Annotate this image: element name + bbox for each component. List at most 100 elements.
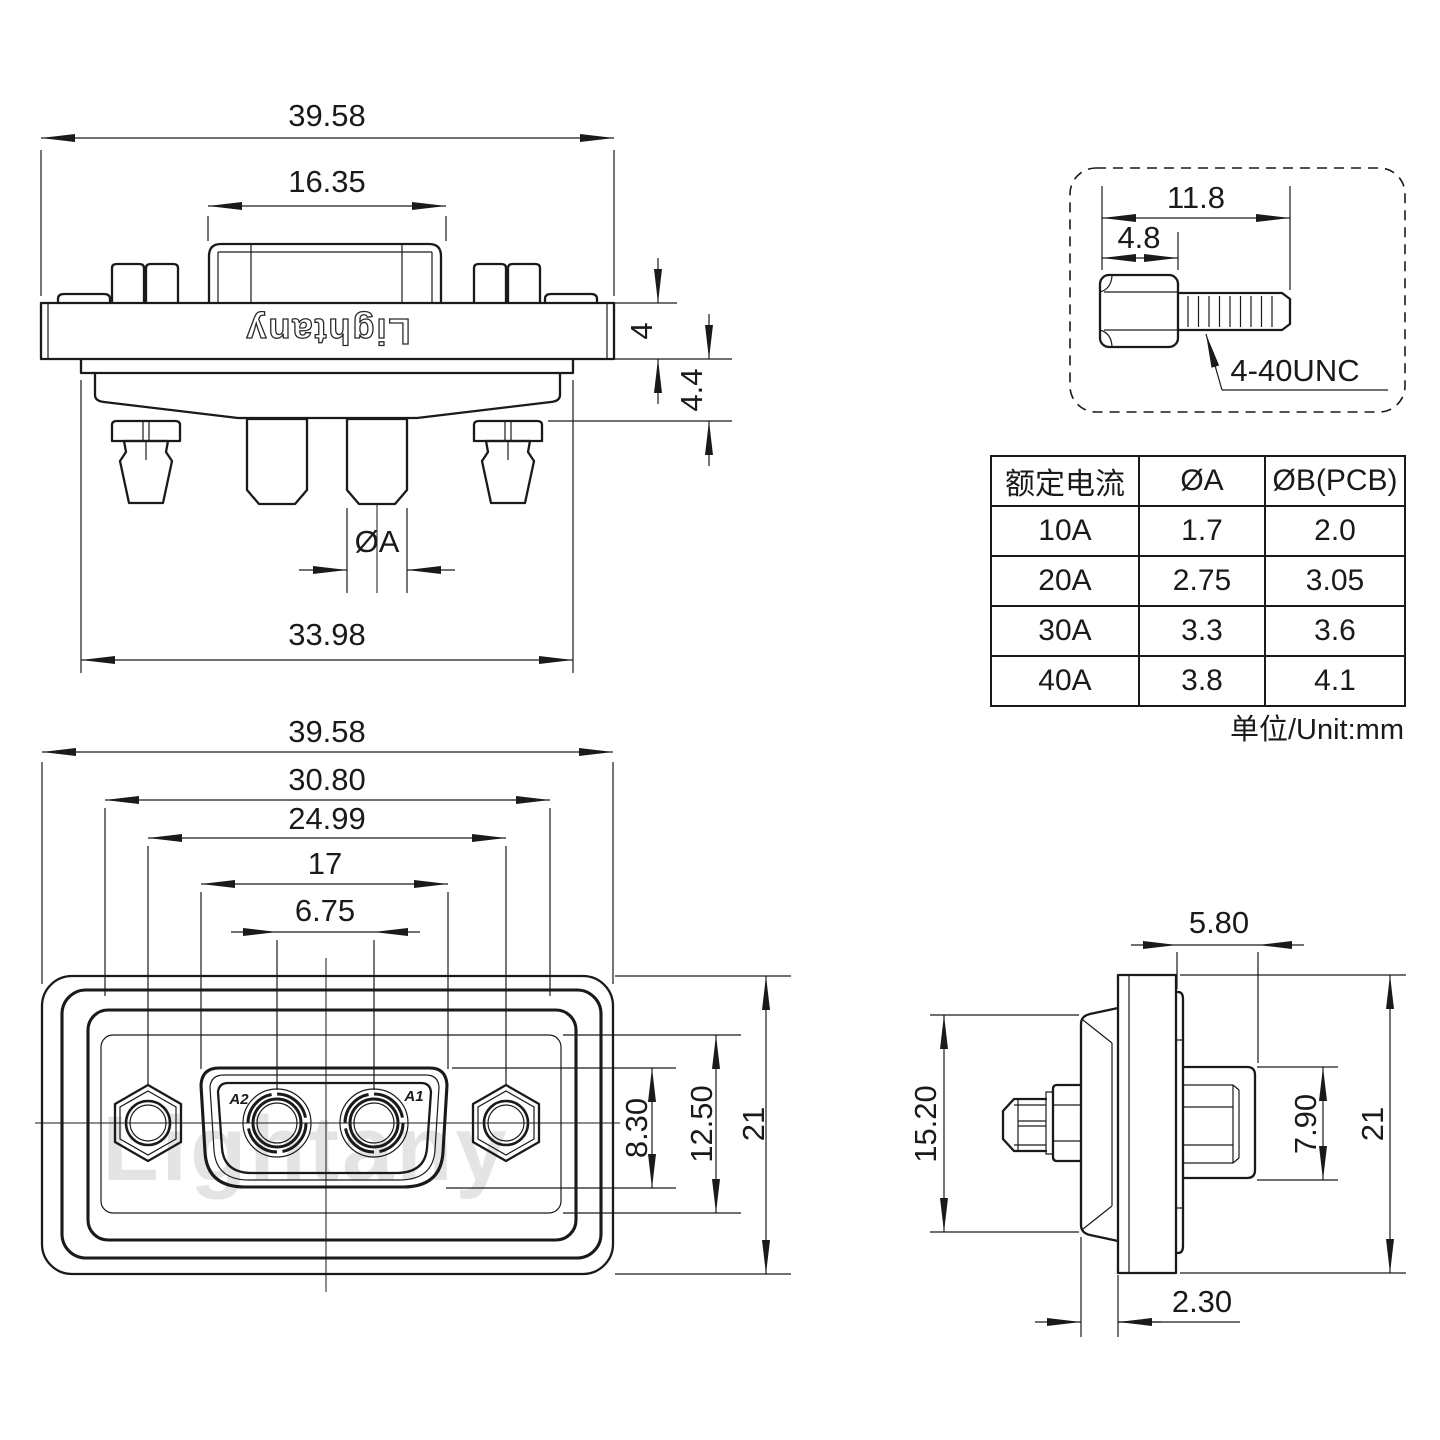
dim-pin-diameter: ØA (299, 508, 455, 593)
dim-cutout-height: 12.50 (563, 1034, 741, 1214)
dim-text: 8.30 (619, 1098, 654, 1158)
contact-a1 (339, 1088, 409, 1158)
cell-dia-a: 1.7 (1138, 505, 1266, 557)
unit-note: 单位/Unit:mm (1229, 714, 1404, 746)
cell-dia-b: 2.0 (1264, 505, 1406, 557)
dim-text: 15.20 (908, 1085, 943, 1163)
dim-text: 4.8 (1117, 220, 1160, 255)
table-row: 40A 3.8 4.1 (990, 655, 1406, 707)
detail-border (1069, 167, 1406, 413)
cell-current: 40A (990, 655, 1140, 707)
screw-body (1098, 273, 1292, 349)
dsub-insert: A2 A1 (199, 1066, 449, 1189)
dim-text: 39.58 (288, 98, 366, 133)
screw-thread (1176, 291, 1292, 332)
dim-shell-offset: 2.30 (1035, 1237, 1240, 1337)
dim-screw-pitch: 24.99 (147, 801, 507, 1086)
dim-post-height: 7.90 (1257, 1066, 1338, 1181)
dim-rear-depth: 5.80 (1131, 905, 1304, 1063)
dim-text: 12.50 (684, 1085, 719, 1163)
flange-outline (40, 974, 615, 1276)
table-header-row: 额定电流 ØA ØB(PCB) (990, 455, 1406, 507)
dim-text: ØA (355, 524, 400, 559)
screwlock-right (472, 262, 542, 305)
cell-dia-a: 3.3 (1138, 605, 1266, 657)
dim-text: 33.98 (288, 617, 366, 652)
cell-dia-a: 2.75 (1138, 555, 1266, 607)
header-dia-a: ØA (1138, 455, 1266, 507)
dim-text: 7.90 (1288, 1094, 1323, 1154)
dim-text: 11.8 (1167, 180, 1225, 215)
boardlock-right (472, 419, 544, 505)
top-view-body: Lightany (39, 242, 616, 593)
flange-bar (39, 301, 616, 361)
dim-text: 16.35 (288, 164, 366, 199)
panel-cutout (100, 1034, 562, 1214)
contact-label-a1: A1 (403, 1088, 423, 1105)
dim-front-flange-width: 30.80 (104, 762, 551, 996)
dim-text: 6.75 (295, 893, 355, 928)
dim-front-shell-height: 15.20 (908, 1014, 1079, 1233)
rear-lip (79, 357, 575, 375)
standoff-sleeve (1181, 1065, 1257, 1180)
cell-current: 10A (990, 505, 1140, 557)
dim-text: 24.99 (288, 801, 366, 836)
contact-label-a2: A2 (228, 1091, 249, 1108)
gasket-outline (86, 1008, 578, 1242)
table-row: 20A 2.75 3.05 (990, 555, 1406, 607)
cell-current: 30A (990, 605, 1140, 657)
dim-flange-thickness: 4 (614, 258, 732, 404)
dsub-cap-lines (217, 245, 433, 303)
cell-dia-b: 3.6 (1264, 605, 1406, 657)
dim-front-overall-width: 39.58 (41, 714, 614, 984)
boardlock-left (110, 419, 182, 505)
centerlines (35, 958, 620, 1292)
brand-logo: Lightany (245, 311, 411, 352)
screwlock-left (110, 262, 180, 305)
gasket-tab-left (56, 292, 112, 305)
header-rated-current: 额定电流 (990, 455, 1140, 507)
spec-table: 额定电流 ØA ØB(PCB) 10A 1.7 2.0 20A 2.75 3.0… (990, 455, 1406, 707)
dim-insert-height: 8.30 (446, 1067, 676, 1189)
dsub-cap (207, 242, 443, 305)
gasket-tab-right (543, 292, 599, 305)
cell-current: 20A (990, 555, 1140, 607)
header-dia-b: ØB(PCB) (1264, 455, 1406, 507)
dim-text: 21 (1355, 1107, 1390, 1141)
dim-text: 21 (736, 1107, 771, 1141)
table-row: 30A 3.3 3.6 (990, 605, 1406, 657)
hex-nut-left (113, 1083, 183, 1163)
power-pin-a1 (345, 417, 409, 506)
power-pin-a2 (245, 417, 309, 506)
top-view: Lightany 39.58 (39, 98, 732, 673)
rear-housing (1174, 990, 1185, 1255)
table-row: 10A 1.7 2.0 (990, 505, 1406, 557)
dim-text: 30.80 (288, 762, 366, 797)
side-view: 5.80 15.20 7.90 21 2.30 (908, 905, 1406, 1337)
dim-side-overall-height: 21 (1180, 974, 1406, 1274)
screw-detail: 11.8 4.8 4-40UNC (1069, 167, 1406, 413)
contact-pin-profile (1001, 1097, 1048, 1153)
rear-shell (93, 371, 562, 420)
hex-nut-right (471, 1083, 541, 1163)
dim-body-width: 33.98 (80, 380, 574, 673)
insulator-boss (1045, 1083, 1083, 1163)
dim-screw-head: 4.8 (1102, 220, 1179, 270)
dim-contact-pitch: 6.75 (231, 893, 420, 1090)
dim-text: 5.80 (1189, 905, 1249, 940)
dim-text: 2.30 (1172, 1284, 1232, 1319)
flange-plate (1116, 973, 1178, 1275)
dim-text: 4.4 (674, 368, 709, 411)
dim-top-overall-width: 39.58 (40, 98, 615, 296)
housing-outline (60, 988, 603, 1260)
flange-end-lines (47, 303, 608, 359)
dim-top-cap-width: 16.35 (207, 164, 447, 241)
dim-screw-length: 11.8 (1101, 180, 1291, 290)
dim-step-height: 4.4 (548, 314, 732, 466)
cell-dia-a: 3.8 (1138, 655, 1266, 707)
dim-front-overall-height: 21 (615, 975, 791, 1275)
dim-text: 39.58 (288, 714, 366, 749)
screw-hex-head (1098, 273, 1180, 349)
thread-callout: 4-40UNC (1205, 333, 1388, 391)
